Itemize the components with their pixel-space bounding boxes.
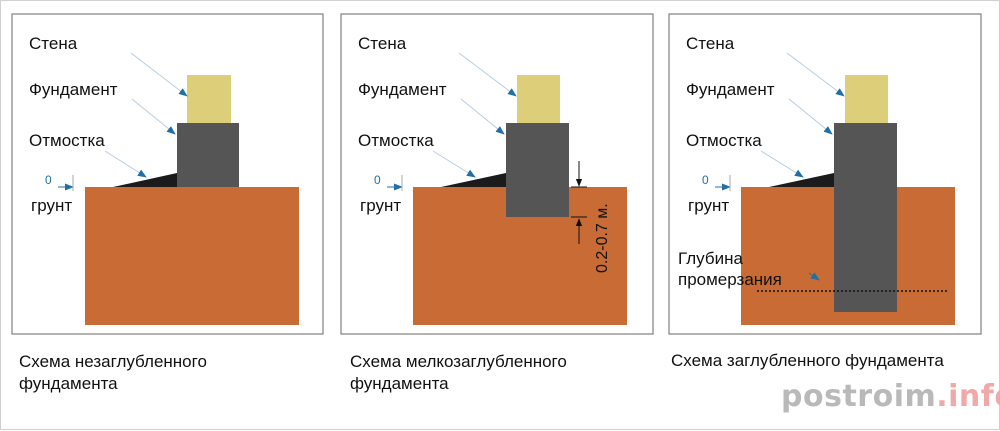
foundation-pointer: [131, 98, 176, 135]
foundation-pointer: [460, 98, 505, 135]
wall-label: Стена: [29, 34, 78, 53]
foundation-pointer: [788, 98, 833, 135]
blind-area-pointer: [760, 150, 804, 178]
watermark: postroim.info: [781, 379, 1000, 414]
blind-area: [113, 173, 177, 187]
freezing-depth-pointer: [808, 272, 820, 281]
wall: [845, 75, 888, 123]
watermark-name: postroim: [781, 379, 937, 414]
freezing-depth-label-2: промерзания: [678, 270, 782, 289]
caption-buried: Схема заглубленного фундамента: [671, 350, 944, 372]
blind-area-pointer: [104, 150, 147, 178]
caption-non-buried: Схема незаглубленного фундамента: [19, 351, 207, 395]
blind-area-label: Отмостка: [686, 131, 762, 150]
ground-label: грунт: [360, 196, 401, 215]
panel-frame: [11, 13, 324, 335]
ground-label: грунт: [31, 196, 72, 215]
wall-pointer: [130, 52, 188, 97]
wall: [517, 75, 560, 123]
caption-line-2: фундамента: [350, 374, 449, 393]
panel-frame: [668, 13, 982, 335]
foundation: [177, 123, 239, 187]
watermark-tld: .info: [936, 379, 1000, 414]
blind-area-label: Отмостка: [358, 131, 434, 150]
foundation: [506, 123, 569, 217]
ground-label: грунт: [688, 196, 729, 215]
scheme-shallow: 0.2-0.7 м. Стена Фундамент Отмостка 0 гр…: [340, 13, 654, 335]
blind-area: [769, 173, 834, 187]
depth-range-label: 0.2-0.7 м.: [594, 203, 611, 273]
caption-shallow: Схема мелкозаглубленного фундамента: [350, 351, 567, 395]
zero-label: 0: [374, 173, 381, 187]
wall: [187, 75, 231, 123]
soil: [85, 187, 299, 325]
scheme-non-buried: Стена Фундамент Отмостка 0 грунт: [11, 13, 324, 335]
foundation-label: Фундамент: [686, 80, 775, 99]
wall-pointer: [786, 52, 845, 97]
wall-pointer: [458, 52, 517, 97]
scheme-buried: Стена Фундамент Отмостка 0 грунт Глубина…: [668, 13, 982, 335]
foundation-label: Фундамент: [29, 80, 118, 99]
foundation: [834, 123, 897, 312]
wall-label: Стена: [358, 34, 407, 53]
blind-area: [441, 173, 506, 187]
caption-line-2: фундамента: [19, 374, 118, 393]
caption-line-1: Схема незаглубленного: [19, 352, 207, 371]
zero-label: 0: [45, 173, 52, 187]
caption-line-1: Схема мелкозаглубленного: [350, 352, 567, 371]
blind-area-pointer: [432, 150, 476, 178]
caption-line-1: Схема заглубленного фундамента: [671, 351, 944, 370]
wall-label: Стена: [686, 34, 735, 53]
freezing-depth-label-1: Глубина: [678, 249, 743, 268]
zero-label: 0: [702, 173, 709, 187]
panel-frame: [340, 13, 654, 335]
foundation-label: Фундамент: [358, 80, 447, 99]
blind-area-label: Отмостка: [29, 131, 105, 150]
